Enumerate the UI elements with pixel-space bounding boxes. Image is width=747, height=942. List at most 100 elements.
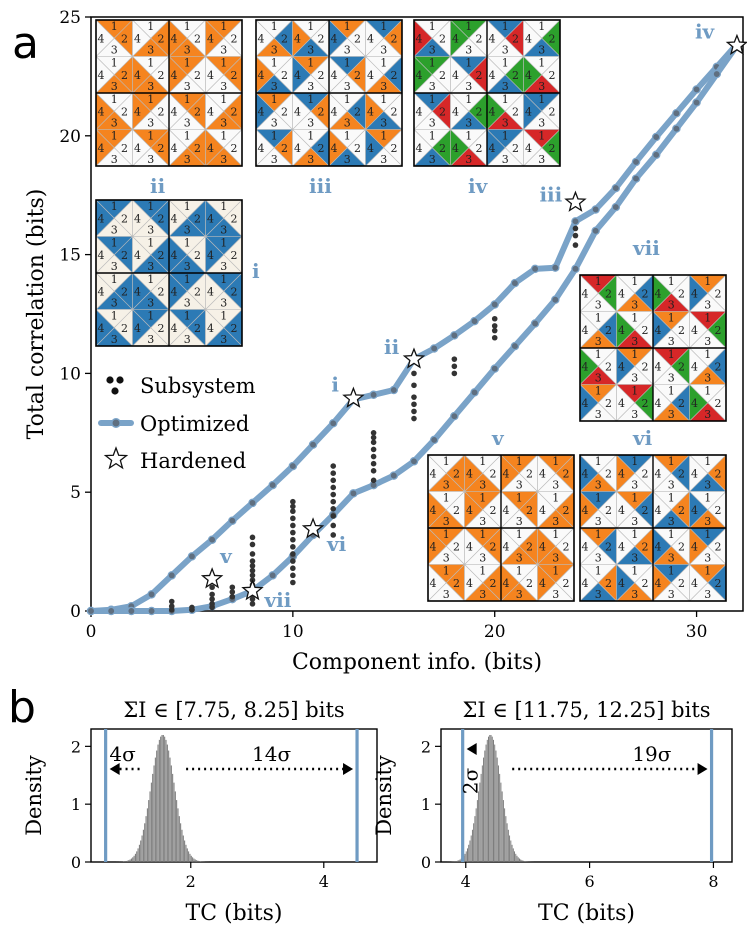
histogram-bar	[147, 808, 148, 862]
legend-hardened-star	[106, 448, 127, 468]
subsystem-point	[290, 565, 296, 571]
subsystem-point	[452, 356, 458, 362]
inset-digit: 3	[479, 588, 486, 601]
inset-digit: 2	[605, 360, 612, 373]
inset-digit: 3	[465, 153, 472, 166]
histogram-y-tick-label: 2	[421, 737, 431, 756]
optimized-point	[148, 591, 155, 598]
histogram-bar	[199, 861, 200, 862]
inset-digit: 2	[642, 540, 649, 553]
inset-digit: 3	[184, 44, 191, 57]
inset-digit: 4	[367, 105, 374, 118]
histogram-bar	[191, 856, 192, 862]
inset-digit: 3	[111, 153, 118, 166]
histogram-bar	[177, 808, 178, 862]
inset-digit: 4	[503, 540, 510, 553]
inset-digit: 3	[668, 299, 675, 312]
subsystem-point	[371, 447, 377, 453]
inset-digit: 4	[430, 467, 437, 480]
inset-digit: 1	[220, 130, 227, 143]
subsystem-point	[230, 584, 236, 590]
histogram-bar	[192, 857, 193, 862]
inset-digit: 3	[668, 335, 675, 348]
legend-subsystem-label: Subsystem	[140, 374, 256, 398]
inset-digit: 1	[595, 565, 602, 578]
inset-digit: 1	[516, 492, 523, 505]
inset-label-ii: ii	[150, 174, 166, 198]
inset-digit: 1	[429, 57, 436, 70]
histogram-bar	[127, 861, 128, 862]
inset-digit: 2	[549, 32, 556, 45]
inset-digit: 4	[489, 142, 496, 155]
inset-digit: 4	[207, 142, 214, 155]
subsystem-point	[411, 394, 417, 400]
subsystem-point	[330, 506, 336, 512]
inset-digit: 3	[429, 153, 436, 166]
inset-digit: 2	[231, 322, 238, 335]
inset-digit: 4	[416, 142, 423, 155]
histogram-bar	[193, 859, 194, 862]
inset-digit: 3	[631, 479, 638, 492]
inset-digit: 3	[538, 80, 545, 93]
histogram-bar	[156, 751, 157, 862]
inset-digit: 2	[281, 69, 288, 82]
histogram-bar	[524, 861, 525, 862]
histogram-bar	[195, 859, 196, 862]
subsystem-point	[573, 226, 579, 232]
inset-digit: 2	[642, 324, 649, 337]
inset-digit: 2	[512, 105, 519, 118]
histogram-bar	[469, 841, 470, 862]
histogram-y-label: Density	[372, 755, 396, 836]
histogram-bar	[484, 751, 485, 862]
inset-digit: 4	[582, 397, 589, 410]
subsystem-point	[371, 478, 377, 484]
subsystem-point	[371, 468, 377, 474]
histogram-bar	[154, 765, 155, 862]
subsystem-point	[452, 371, 458, 377]
optimized-point	[531, 265, 538, 272]
inset-digit: 2	[526, 504, 533, 517]
inset-digit: 3	[271, 117, 278, 130]
subsystem-point	[492, 316, 498, 322]
inset-digit: 4	[618, 397, 625, 410]
inset-digit: 2	[318, 69, 325, 82]
inset-digit: 1	[479, 565, 486, 578]
histogram-bar	[165, 740, 166, 862]
inset-digit: 1	[344, 20, 351, 33]
histogram-bar	[134, 856, 135, 862]
inset-digit: 3	[704, 372, 711, 385]
histogram-bar	[139, 845, 140, 862]
optimized-point	[350, 490, 357, 497]
histogram-bar	[140, 841, 141, 862]
histogram-bar	[200, 861, 201, 862]
inset-digit: 2	[605, 540, 612, 553]
histogram-bar	[143, 830, 144, 862]
histogram-bar	[494, 745, 495, 862]
inset-digit: 3	[668, 588, 675, 601]
inset-digit: 3	[552, 515, 559, 528]
inset-digit: 1	[516, 565, 523, 578]
optimized-point	[491, 365, 498, 372]
histogram-bar	[159, 740, 160, 862]
hardened-star-iii	[566, 192, 585, 210]
subsystem-point	[371, 461, 377, 467]
inset-digit: 4	[171, 142, 178, 155]
inset-label-iii: iii	[309, 174, 332, 198]
inset-digit: 3	[184, 260, 191, 273]
x-tick-label: 30	[686, 622, 708, 642]
inset-digit: 2	[563, 504, 570, 517]
optimized-point	[390, 386, 397, 393]
inset-digit: 2	[354, 32, 361, 45]
inset-digit: 4	[539, 577, 546, 590]
sigma-left-arrowhead	[467, 743, 477, 755]
inset-digit: 2	[158, 212, 165, 225]
inset-digit: 3	[184, 297, 191, 310]
optimized-point	[431, 345, 438, 352]
inset-digit: 4	[207, 285, 214, 298]
inset-digit: 3	[344, 153, 351, 166]
histogram-bar	[489, 735, 490, 862]
inset-digit: 4	[452, 69, 459, 82]
hardened-label-vii: vii	[263, 588, 291, 612]
inset-digit: 2	[563, 540, 570, 553]
subsystem-point	[492, 335, 498, 341]
